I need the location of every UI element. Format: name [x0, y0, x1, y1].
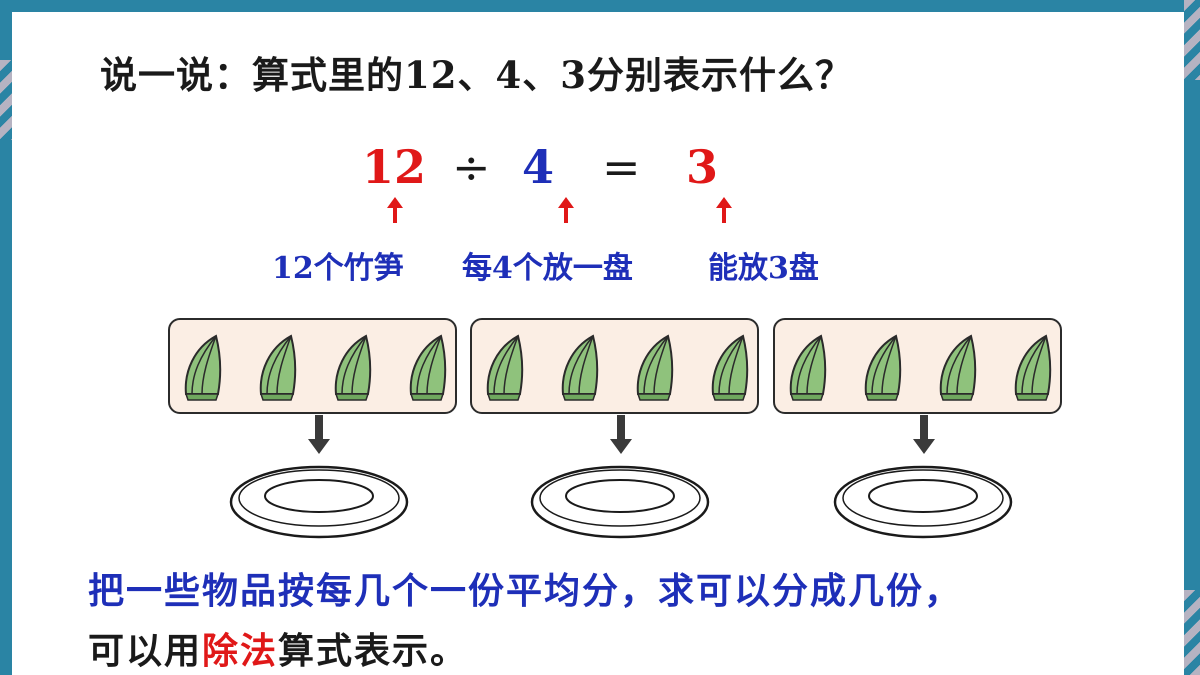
- down-arrow-icon: [610, 415, 632, 454]
- plate-icon: [530, 465, 710, 539]
- highlight-division: 除法: [202, 630, 279, 672]
- bamboo-shoot-icon: [482, 332, 528, 402]
- frame-decoration-left: [0, 60, 12, 140]
- equation-quotient: 3: [686, 140, 719, 194]
- slide-title: 说一说：算式里的12、4、3分别表示什么？: [100, 53, 853, 97]
- shoot-group-2: [470, 318, 759, 414]
- bamboo-shoot-icon: [785, 332, 831, 402]
- bamboo-shoot-icon: [707, 332, 753, 402]
- caption-divisor: 每4个放一盘: [462, 251, 633, 286]
- equation-operator: ÷: [452, 140, 491, 194]
- bamboo-shoot-icon: [405, 332, 451, 402]
- bamboo-shoot-icon: [557, 332, 603, 402]
- equation-divisor: 4: [522, 140, 555, 194]
- bamboo-shoot-icon: [860, 332, 906, 402]
- bamboo-shoot-icon: [1010, 332, 1056, 402]
- equation-equals: =: [602, 140, 641, 194]
- plate-icon: [833, 465, 1013, 539]
- bamboo-shoot-icon: [255, 332, 301, 402]
- shoot-group-3: [773, 318, 1062, 414]
- equation-dividend: 12: [362, 140, 427, 194]
- explanation-text: 可以用: [88, 630, 203, 672]
- bamboo-shoot-icon: [632, 332, 678, 402]
- down-arrow-icon: [913, 415, 935, 454]
- frame-decoration-right: [1184, 0, 1200, 80]
- caption-quotient: 能放3盘: [708, 251, 819, 286]
- explanation-line-2: 可以用除法算式表示。: [88, 622, 468, 674]
- up-arrow-icon: [558, 197, 574, 223]
- explanation-text: 算式表示。: [278, 630, 469, 672]
- shoot-group-1: [168, 318, 457, 414]
- up-arrow-icon: [387, 197, 403, 223]
- caption-dividend: 12个竹笋: [272, 251, 404, 286]
- bamboo-shoot-icon: [330, 332, 376, 402]
- down-arrow-icon: [308, 415, 330, 454]
- plate-icon: [229, 465, 409, 539]
- explanation-line-1: 把一些物品按每几个一份平均分，求可以分成几份，: [88, 570, 963, 612]
- up-arrow-icon: [716, 197, 732, 223]
- bamboo-shoot-icon: [180, 332, 226, 402]
- bamboo-shoot-icon: [935, 332, 981, 402]
- frame-decoration-bottom-right: [1184, 590, 1200, 675]
